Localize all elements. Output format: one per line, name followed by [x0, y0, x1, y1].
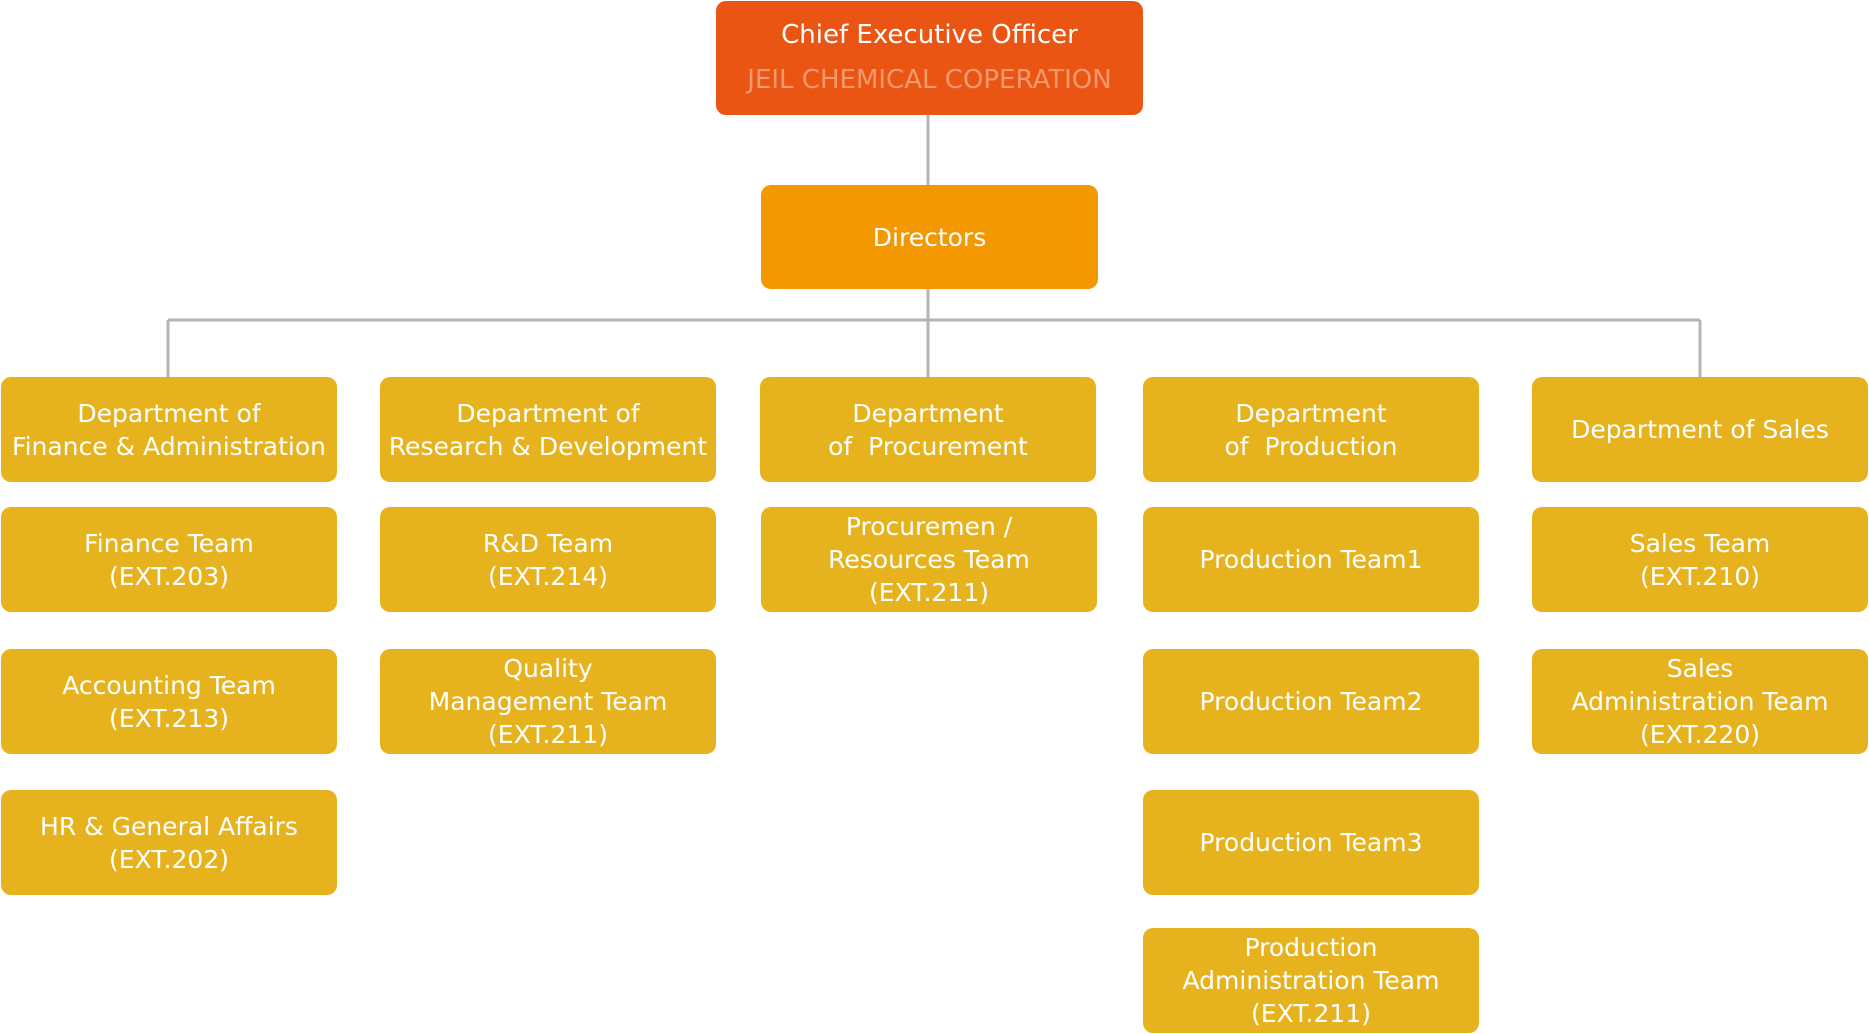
- team-line: Quality: [503, 654, 593, 683]
- team-line: (EXT.203): [109, 561, 229, 591]
- team-line: Production: [1244, 933, 1378, 962]
- company-name: JEIL CHEMICAL COPERATION: [747, 65, 1112, 95]
- dept-line: Finance & Administration: [12, 431, 326, 461]
- team-hr-general-affairs: HR & General Affairs (EXT.202): [1, 790, 337, 895]
- dept-production: Department of Production: [1143, 377, 1479, 482]
- team-line: Administration Team: [1182, 966, 1440, 995]
- dept-procurement: Department of Procurement: [760, 377, 1096, 482]
- team-line: Production Team1: [1199, 545, 1423, 574]
- ceo-title: Chief Executive Officer: [781, 20, 1078, 50]
- team-rd: R&D Team (EXT.214): [380, 507, 716, 612]
- team-line: Procuremen /: [845, 512, 1013, 541]
- dept-line: Department: [1235, 398, 1387, 428]
- team-line: Resources Team: [828, 545, 1030, 574]
- dept-line: Department: [852, 398, 1004, 428]
- dept-finance-administration: Department of Finance & Administration: [1, 377, 337, 482]
- team-line: Accounting Team: [62, 670, 276, 700]
- team-line: (EXT.213): [109, 703, 229, 733]
- directors-box: Directors: [761, 185, 1098, 289]
- team-line: (EXT.220): [1640, 720, 1760, 749]
- dept-line: Department of Sales: [1571, 415, 1829, 444]
- team-production-3: Production Team3: [1143, 790, 1479, 895]
- team-production-2: Production Team2: [1143, 649, 1479, 754]
- dept-line: of Production: [1224, 431, 1398, 461]
- team-quality-management: Quality Management Team (EXT.211): [380, 649, 716, 754]
- team-production-1: Production Team1: [1143, 507, 1479, 612]
- dept-line: Department of: [77, 398, 261, 428]
- team-line: Administration Team: [1571, 687, 1829, 716]
- team-line: (EXT.211): [488, 720, 608, 749]
- team-line: (EXT.211): [1251, 999, 1371, 1028]
- team-line: HR & General Affairs: [40, 811, 298, 841]
- team-line: (EXT.202): [109, 844, 229, 874]
- team-finance: Finance Team (EXT.203): [1, 507, 337, 612]
- team-line: Sales: [1666, 654, 1734, 683]
- dept-line: Department of: [456, 398, 640, 428]
- team-line: (EXT.214): [488, 561, 608, 591]
- dept-line: of Procurement: [828, 431, 1028, 461]
- team-sales: Sales Team (EXT.210): [1532, 507, 1868, 612]
- team-line: Management Team: [428, 687, 668, 716]
- team-line: Sales Team: [1629, 528, 1771, 558]
- ceo-box: Chief Executive Officer JEIL CHEMICAL CO…: [716, 1, 1143, 115]
- team-production-administration: Production Administration Team (EXT.211): [1143, 928, 1479, 1033]
- dept-sales: Department of Sales: [1532, 377, 1868, 482]
- directors-label: Directors: [872, 222, 987, 252]
- team-line: Production Team2: [1199, 687, 1423, 716]
- team-line: Production Team3: [1199, 828, 1423, 857]
- team-line: (EXT.210): [1640, 561, 1760, 591]
- team-line: R&D Team: [482, 528, 614, 558]
- dept-research-development: Department of Research & Development: [380, 377, 716, 482]
- dept-line: Research & Development: [388, 431, 708, 461]
- team-accounting: Accounting Team (EXT.213): [1, 649, 337, 754]
- team-sales-administration: Sales Administration Team (EXT.220): [1532, 649, 1868, 754]
- team-line: Finance Team: [84, 528, 254, 558]
- team-procurement-resources: Procuremen / Resources Team (EXT.211): [761, 507, 1097, 612]
- team-line: (EXT.211): [869, 578, 989, 607]
